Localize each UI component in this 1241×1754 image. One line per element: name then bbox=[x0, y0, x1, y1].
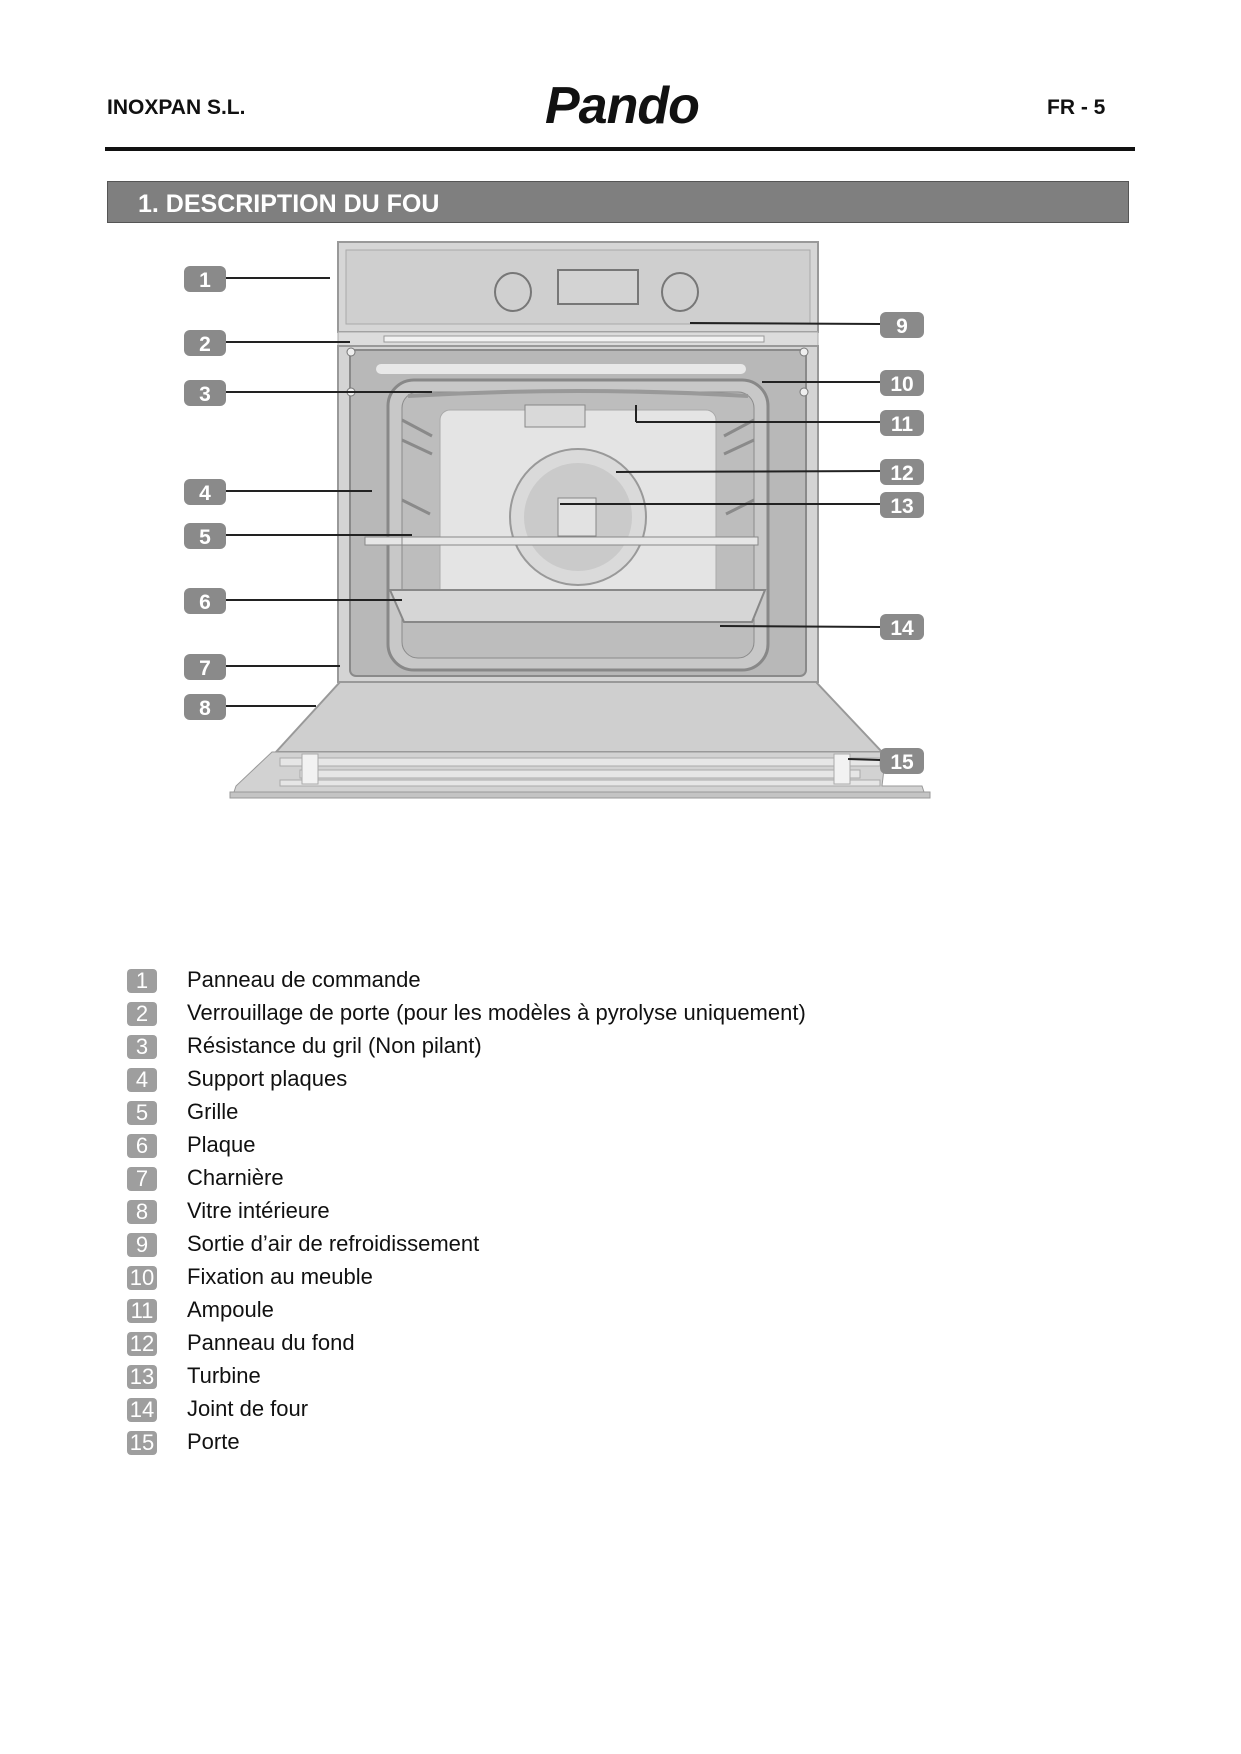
callout-6: 6 bbox=[184, 588, 226, 614]
legend-number-badge: 5 bbox=[127, 1101, 157, 1125]
legend-label: Panneau du fond bbox=[187, 1330, 355, 1355]
oven-body bbox=[337, 345, 819, 683]
legend-label: Porte bbox=[187, 1429, 240, 1454]
callout-13: 13 bbox=[880, 492, 924, 518]
svg-text:4: 4 bbox=[199, 482, 211, 505]
legend-number-badge: 4 bbox=[127, 1068, 157, 1092]
legend-number-badge: 11 bbox=[127, 1299, 157, 1323]
svg-text:3: 3 bbox=[199, 383, 211, 406]
section-title: 1. DESCRIPTION DU FOU bbox=[138, 190, 440, 218]
control-panel-illustration bbox=[337, 241, 819, 333]
legend-label: Vitre intérieure bbox=[187, 1198, 330, 1223]
legend-number-badge: 3 bbox=[127, 1035, 157, 1059]
legend-label: Plaque bbox=[187, 1132, 256, 1157]
tray bbox=[388, 589, 767, 623]
legend-number-badge: 9 bbox=[127, 1233, 157, 1257]
callout-15: 15 bbox=[880, 748, 924, 774]
callout-5: 5 bbox=[184, 523, 226, 549]
legend-number-badge: 7 bbox=[127, 1167, 157, 1191]
svg-text:8: 8 bbox=[199, 697, 211, 720]
callout-1: 1 bbox=[184, 266, 226, 292]
legend-label: Verrouillage de porte (pour les modèles … bbox=[187, 1000, 806, 1025]
legend-label: Fixation au meuble bbox=[187, 1264, 373, 1289]
legend-label: Charnière bbox=[187, 1165, 284, 1190]
svg-text:10: 10 bbox=[890, 373, 913, 396]
legend-label: Panneau de commande bbox=[187, 967, 421, 992]
company-name: INOXPAN S.L. bbox=[107, 96, 246, 119]
display bbox=[557, 269, 639, 305]
legend-number-badge: 1 bbox=[127, 969, 157, 993]
page-number: FR - 5 bbox=[1047, 96, 1106, 119]
svg-text:1: 1 bbox=[199, 269, 211, 292]
legend-number-badge: 13 bbox=[127, 1365, 157, 1389]
callout-8: 8 bbox=[184, 694, 226, 720]
legend-number-badge: 8 bbox=[127, 1200, 157, 1224]
section-header: 1. DESCRIPTION DU FOU bbox=[107, 181, 1129, 223]
legend-number-badge: 14 bbox=[127, 1398, 157, 1422]
svg-text:7: 7 bbox=[199, 657, 211, 680]
callout-3: 3 bbox=[184, 380, 226, 406]
vent-strip bbox=[337, 331, 819, 347]
legend-label: Ampoule bbox=[187, 1297, 274, 1322]
callout-7: 7 bbox=[184, 654, 226, 680]
legend-number-badge: 10 bbox=[127, 1266, 157, 1290]
callout-2: 2 bbox=[184, 330, 226, 356]
svg-text:9: 9 bbox=[896, 315, 908, 338]
svg-text:2: 2 bbox=[199, 333, 211, 356]
oven-door bbox=[229, 681, 931, 799]
legend-label: Résistance du gril (Non pilant) bbox=[187, 1033, 482, 1058]
callout-14: 14 bbox=[880, 614, 924, 640]
legend-label: Grille bbox=[187, 1099, 239, 1124]
svg-text:15: 15 bbox=[890, 751, 914, 774]
callout-11: 11 bbox=[880, 410, 924, 436]
legend-number-badge: 2 bbox=[127, 1002, 157, 1026]
svg-text:13: 13 bbox=[890, 495, 913, 518]
legend-label: Support plaques bbox=[187, 1066, 348, 1091]
callout-badges: 1 2 3 4 5 6 7 8 9 10 11 12 13 14 15 bbox=[184, 266, 924, 774]
callout-9: 9 bbox=[880, 312, 924, 338]
svg-text:6: 6 bbox=[199, 591, 211, 614]
legend-label: Turbine bbox=[187, 1363, 261, 1388]
legend-number-badge: 15 bbox=[127, 1431, 157, 1455]
leader-lines bbox=[226, 277, 881, 761]
svg-text:5: 5 bbox=[199, 526, 211, 549]
knob-right bbox=[661, 272, 699, 312]
oven-diagram: 1 2 3 4 5 6 7 8 9 10 11 12 13 14 15 bbox=[184, 241, 931, 799]
callout-4: 4 bbox=[184, 479, 226, 505]
callout-12: 12 bbox=[880, 459, 924, 485]
brand-logo: Pando bbox=[545, 77, 700, 135]
header-divider bbox=[105, 147, 1135, 151]
legend-label: Joint de four bbox=[187, 1396, 309, 1421]
svg-text:12: 12 bbox=[890, 462, 913, 485]
knob-left bbox=[494, 272, 532, 312]
legend-number-badge: 12 bbox=[127, 1332, 157, 1356]
svg-text:14: 14 bbox=[890, 617, 914, 640]
legend-number-badge: 6 bbox=[127, 1134, 157, 1158]
legend-label: Sortie d’air de refroidissement bbox=[187, 1231, 480, 1256]
svg-text:11: 11 bbox=[891, 413, 914, 436]
callout-10: 10 bbox=[880, 370, 924, 396]
